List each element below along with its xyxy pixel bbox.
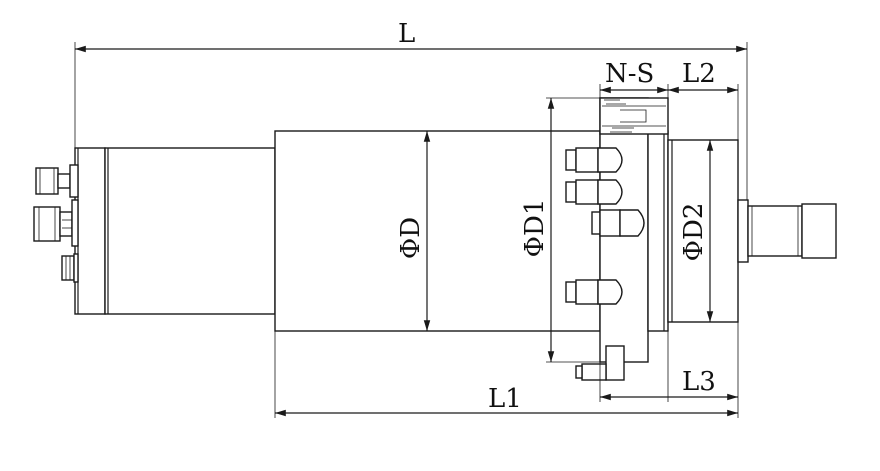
flange-fittings	[565, 147, 645, 381]
main-body	[274, 130, 601, 332]
spindle-nose	[667, 139, 739, 323]
label-L1: L1	[488, 384, 522, 414]
label-L: L	[398, 19, 415, 49]
spindle-shaft	[737, 199, 837, 263]
rear-fittings	[33, 164, 79, 283]
label-L3: L3	[682, 367, 716, 397]
label-D1: ΦD1	[520, 199, 550, 258]
label-N-S: N-S	[605, 59, 654, 89]
rear-housing	[104, 147, 276, 315]
label-D: ΦD	[396, 217, 426, 259]
label-L2: L2	[682, 59, 716, 89]
rear-cap	[74, 147, 106, 315]
label-D2: ΦD2	[679, 203, 709, 262]
